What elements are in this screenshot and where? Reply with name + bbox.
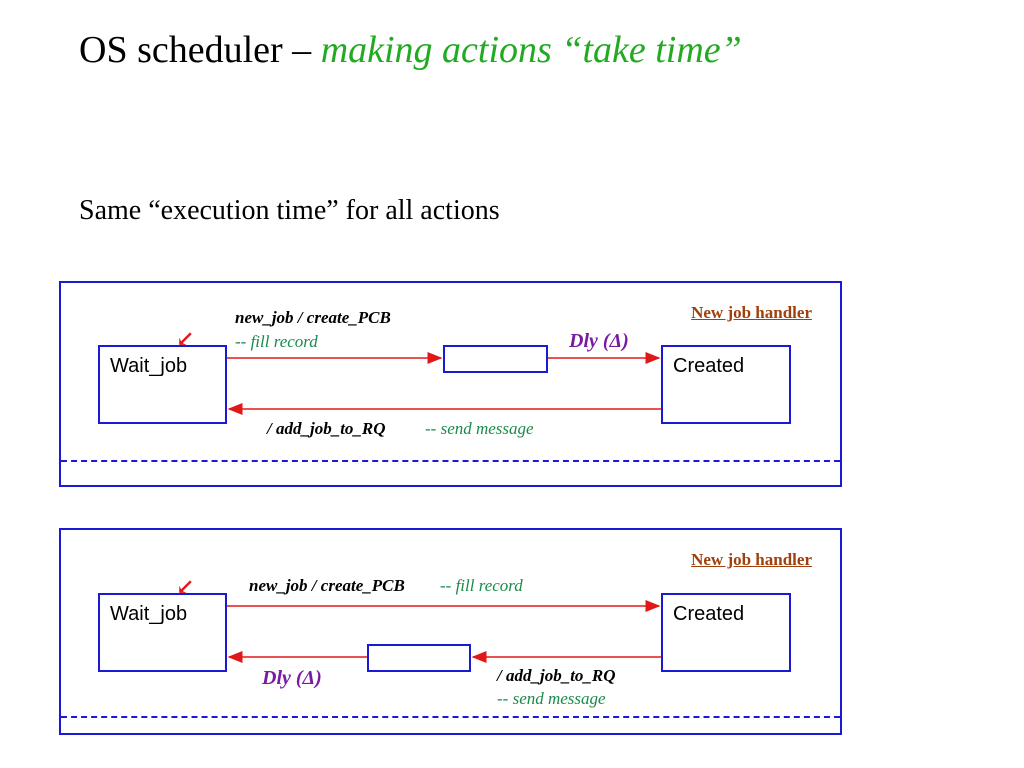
slide-title: OS scheduler – making actions “take time…	[79, 28, 742, 72]
state-label: Created	[673, 603, 745, 625]
dashed-divider	[61, 460, 840, 462]
return-label: / add_job_to_RQ	[497, 666, 616, 685]
trigger-label: new_job / create_PCB	[235, 308, 391, 327]
dashed-divider	[61, 716, 840, 718]
state-label: Created	[673, 355, 745, 377]
state-diagram-1: New job handler ↙ Wait_job Created new_j…	[59, 281, 842, 487]
title-main: OS scheduler –	[79, 29, 321, 71]
return-comment: -- send message	[425, 419, 534, 438]
delay-label: Dly (Δ)	[569, 330, 629, 352]
return-label: / add_job_to_RQ	[267, 419, 386, 438]
state-label: Wait_job	[110, 355, 188, 377]
state-label: Wait_job	[110, 603, 188, 625]
slide-subtitle: Same “execution time” for all actions	[79, 195, 500, 226]
state-created: Created	[661, 593, 791, 672]
transition-arrows	[227, 352, 661, 415]
initial-state-arrow-icon: ↙	[176, 326, 195, 351]
state-wait-job: Wait_job	[98, 593, 227, 672]
return-comment: -- send message	[497, 689, 606, 708]
title-accent: making actions “take time”	[320, 29, 742, 71]
trigger-comment: -- fill record	[235, 332, 318, 351]
delay-box	[367, 644, 471, 672]
trigger-label: new_job / create_PCB	[249, 576, 405, 595]
state-created: Created	[661, 345, 791, 424]
trigger-comment: -- fill record	[440, 576, 523, 595]
initial-state-arrow-icon: ↙	[176, 574, 195, 599]
transition-arrows	[227, 600, 661, 663]
delay-box	[443, 345, 548, 373]
handler-label: New job handler	[691, 303, 812, 322]
state-diagram-2: New job handler ↙ Wait_job Created new_j…	[59, 528, 842, 735]
state-wait-job: Wait_job	[98, 345, 227, 424]
delay-label: Dly (Δ)	[262, 667, 322, 689]
handler-label: New job handler	[691, 550, 812, 569]
